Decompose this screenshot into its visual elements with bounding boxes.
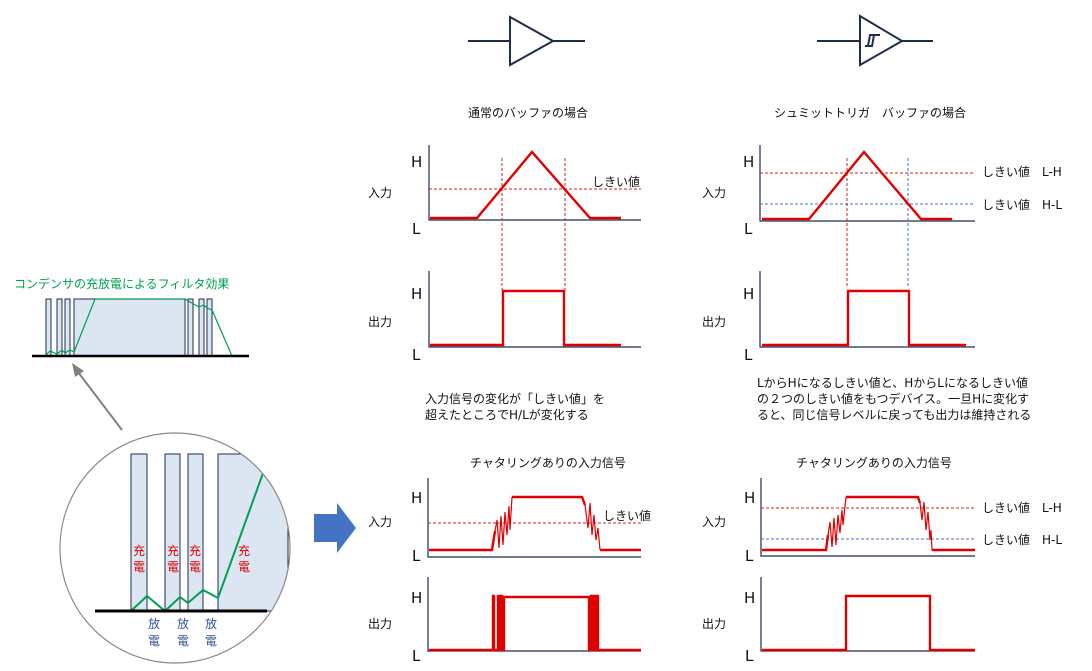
threshold-lh-label: しきい値 L-H (982, 500, 1062, 515)
discharge-label: 放 電 放 電 放 電 (148, 616, 217, 648)
svg-text:電: 電 (167, 560, 179, 574)
svg-text:放: 放 (177, 616, 189, 631)
l-label: L (744, 220, 753, 238)
schmitt-buffer-title: シュミットトリガ バッファの場合 (774, 105, 966, 120)
threshold-hl-label: しきい値 H-L (982, 532, 1062, 547)
input-label: 入力 (368, 515, 392, 529)
chatter-normal-title: チャタリングありの入力信号 (470, 456, 626, 470)
h-label: H (743, 153, 754, 171)
chatter-schmitt-output-chart: H L 出力 (702, 577, 975, 665)
right-arrow-icon (314, 503, 356, 553)
magnified-view: 充 電 充 電 充 電 充 電 放 電 放 電 放 電 (59, 432, 291, 664)
normal-output-chart: H L 出力 (368, 271, 641, 364)
h-label: H (411, 489, 422, 507)
normal-buffer-title: 通常のバッファの場合 (468, 105, 588, 120)
normal-description-line: 入力信号の変化が「しきい値」を (425, 391, 605, 406)
svg-text:電: 電 (133, 560, 145, 574)
svg-text:電: 電 (177, 634, 189, 648)
svg-text:充: 充 (133, 543, 145, 558)
l-label: L (412, 547, 421, 565)
schmitt-input-chart: H L 入力 しきい値 L-H しきい値 H-L (702, 145, 1062, 287)
chatter-schmitt-input-chart: H L 入力 しきい値 L-H しきい値 H-L (702, 478, 1062, 565)
svg-text:充: 充 (238, 543, 250, 558)
chatter-normal-output-chart: H L 出力 (368, 577, 641, 665)
svg-text:放: 放 (148, 616, 160, 631)
output-label: 出力 (368, 617, 392, 631)
output-signal (430, 289, 621, 347)
svg-text:電: 電 (238, 560, 250, 574)
threshold-lh-label: しきい値 L-H (982, 164, 1062, 179)
h-label: H (411, 153, 422, 171)
svg-text:電: 電 (189, 560, 201, 574)
svg-text:充: 充 (189, 543, 201, 558)
h-label: H (744, 489, 755, 507)
input-label: 入力 (368, 186, 392, 200)
filter-effect-title: コンデンサの充放電によるフィルタ効果 (14, 276, 229, 291)
h-label: H (411, 285, 422, 303)
threshold-label: しきい値 (603, 508, 651, 523)
schmitt-description-line: の２つのしきい値をもつデバイス。一旦Hに変化す (757, 391, 1029, 406)
chatter-schmitt-title: チャタリングありの入力信号 (796, 456, 952, 470)
charge-label: 充 電 充 電 充 電 充 電 (133, 543, 250, 574)
svg-text:放: 放 (205, 616, 217, 631)
schmitt-trigger-symbol (817, 14, 933, 67)
zoom-arrow-icon (72, 363, 123, 431)
schmitt-description-line: LからHになるしきい値と、HからLになるしきい値 (757, 375, 1028, 390)
input-signal (762, 150, 952, 221)
svg-text:充: 充 (167, 543, 179, 558)
l-label: L (744, 346, 753, 364)
normal-description-line: 超えたところでH/Lが変化する (425, 407, 589, 422)
chatter-normal-input-chart: H L 入力 しきい値 (368, 478, 651, 565)
input-signal (430, 150, 621, 220)
l-label: L (745, 547, 754, 565)
output-label: 出力 (368, 315, 392, 329)
output-signal (762, 289, 966, 347)
h-label: H (743, 285, 754, 303)
svg-text:電: 電 (205, 634, 217, 648)
h-label: H (744, 589, 755, 607)
filter-mini-chart (32, 298, 249, 358)
schmitt-output-chart: H L 出力 (702, 271, 975, 364)
input-label: 入力 (702, 515, 726, 529)
l-label: L (412, 647, 421, 665)
svg-text:電: 電 (148, 634, 160, 648)
schmitt-description-line: ると、同じ信号レベルに戻っても出力は維持される (757, 407, 1031, 422)
normal-input-chart: H L 入力 しきい値 (368, 145, 641, 290)
input-label: 入力 (702, 186, 726, 200)
h-label: H (411, 589, 422, 607)
l-label: L (412, 346, 421, 364)
threshold-label: しきい値 (592, 174, 640, 189)
output-label: 出力 (702, 617, 726, 631)
l-label: L (412, 220, 421, 238)
threshold-hl-label: しきい値 H-L (982, 197, 1062, 212)
buffer-symbol (468, 15, 585, 67)
output-label: 出力 (702, 315, 726, 329)
l-label: L (745, 647, 754, 665)
